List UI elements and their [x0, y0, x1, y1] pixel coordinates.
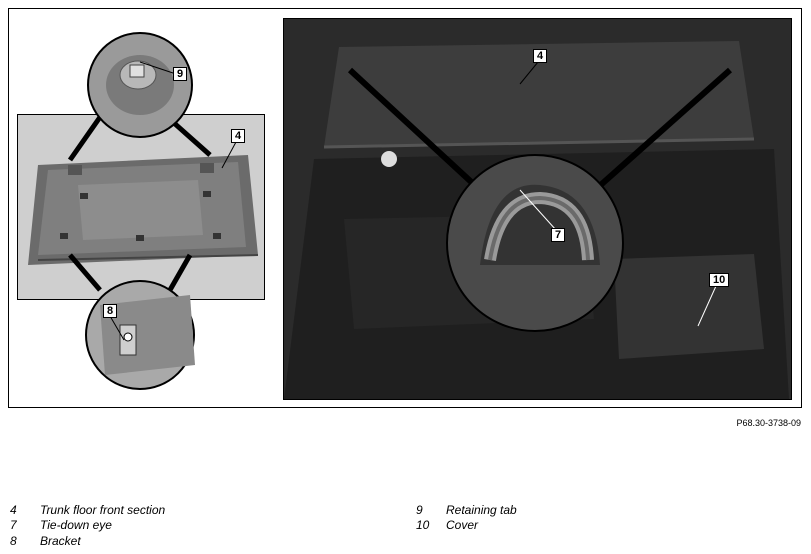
- legend-number: 10: [416, 518, 430, 532]
- legend-text: Trunk floor front section: [40, 503, 166, 517]
- callout-8: 8: [103, 304, 118, 318]
- legend-number: 7: [10, 518, 17, 532]
- trunk-floor-drawing: [18, 115, 264, 299]
- legend-text: Retaining tab: [446, 503, 517, 517]
- tie-down-eye-zoom: [347, 67, 732, 332]
- legend-number: 8: [10, 534, 17, 548]
- callout-7: 7: [551, 228, 566, 242]
- callout-4-right: 4: [533, 49, 548, 63]
- legend-number: 9: [416, 503, 423, 517]
- legend-number: 4: [10, 503, 17, 517]
- bracket-zoom: [68, 253, 195, 390]
- legend-text: Bracket: [40, 534, 81, 548]
- legend-text: Cover: [446, 518, 479, 532]
- callout-10: 10: [709, 273, 730, 287]
- trunk-floor-photo: [17, 114, 265, 300]
- callout-9: 9: [173, 67, 188, 81]
- callout-4-left: 4: [231, 129, 246, 143]
- legend-text: Tie-down eye: [40, 518, 112, 532]
- figure-id: P68.30-3738-09: [736, 418, 801, 428]
- retaining-tab-zoom: [67, 32, 212, 162]
